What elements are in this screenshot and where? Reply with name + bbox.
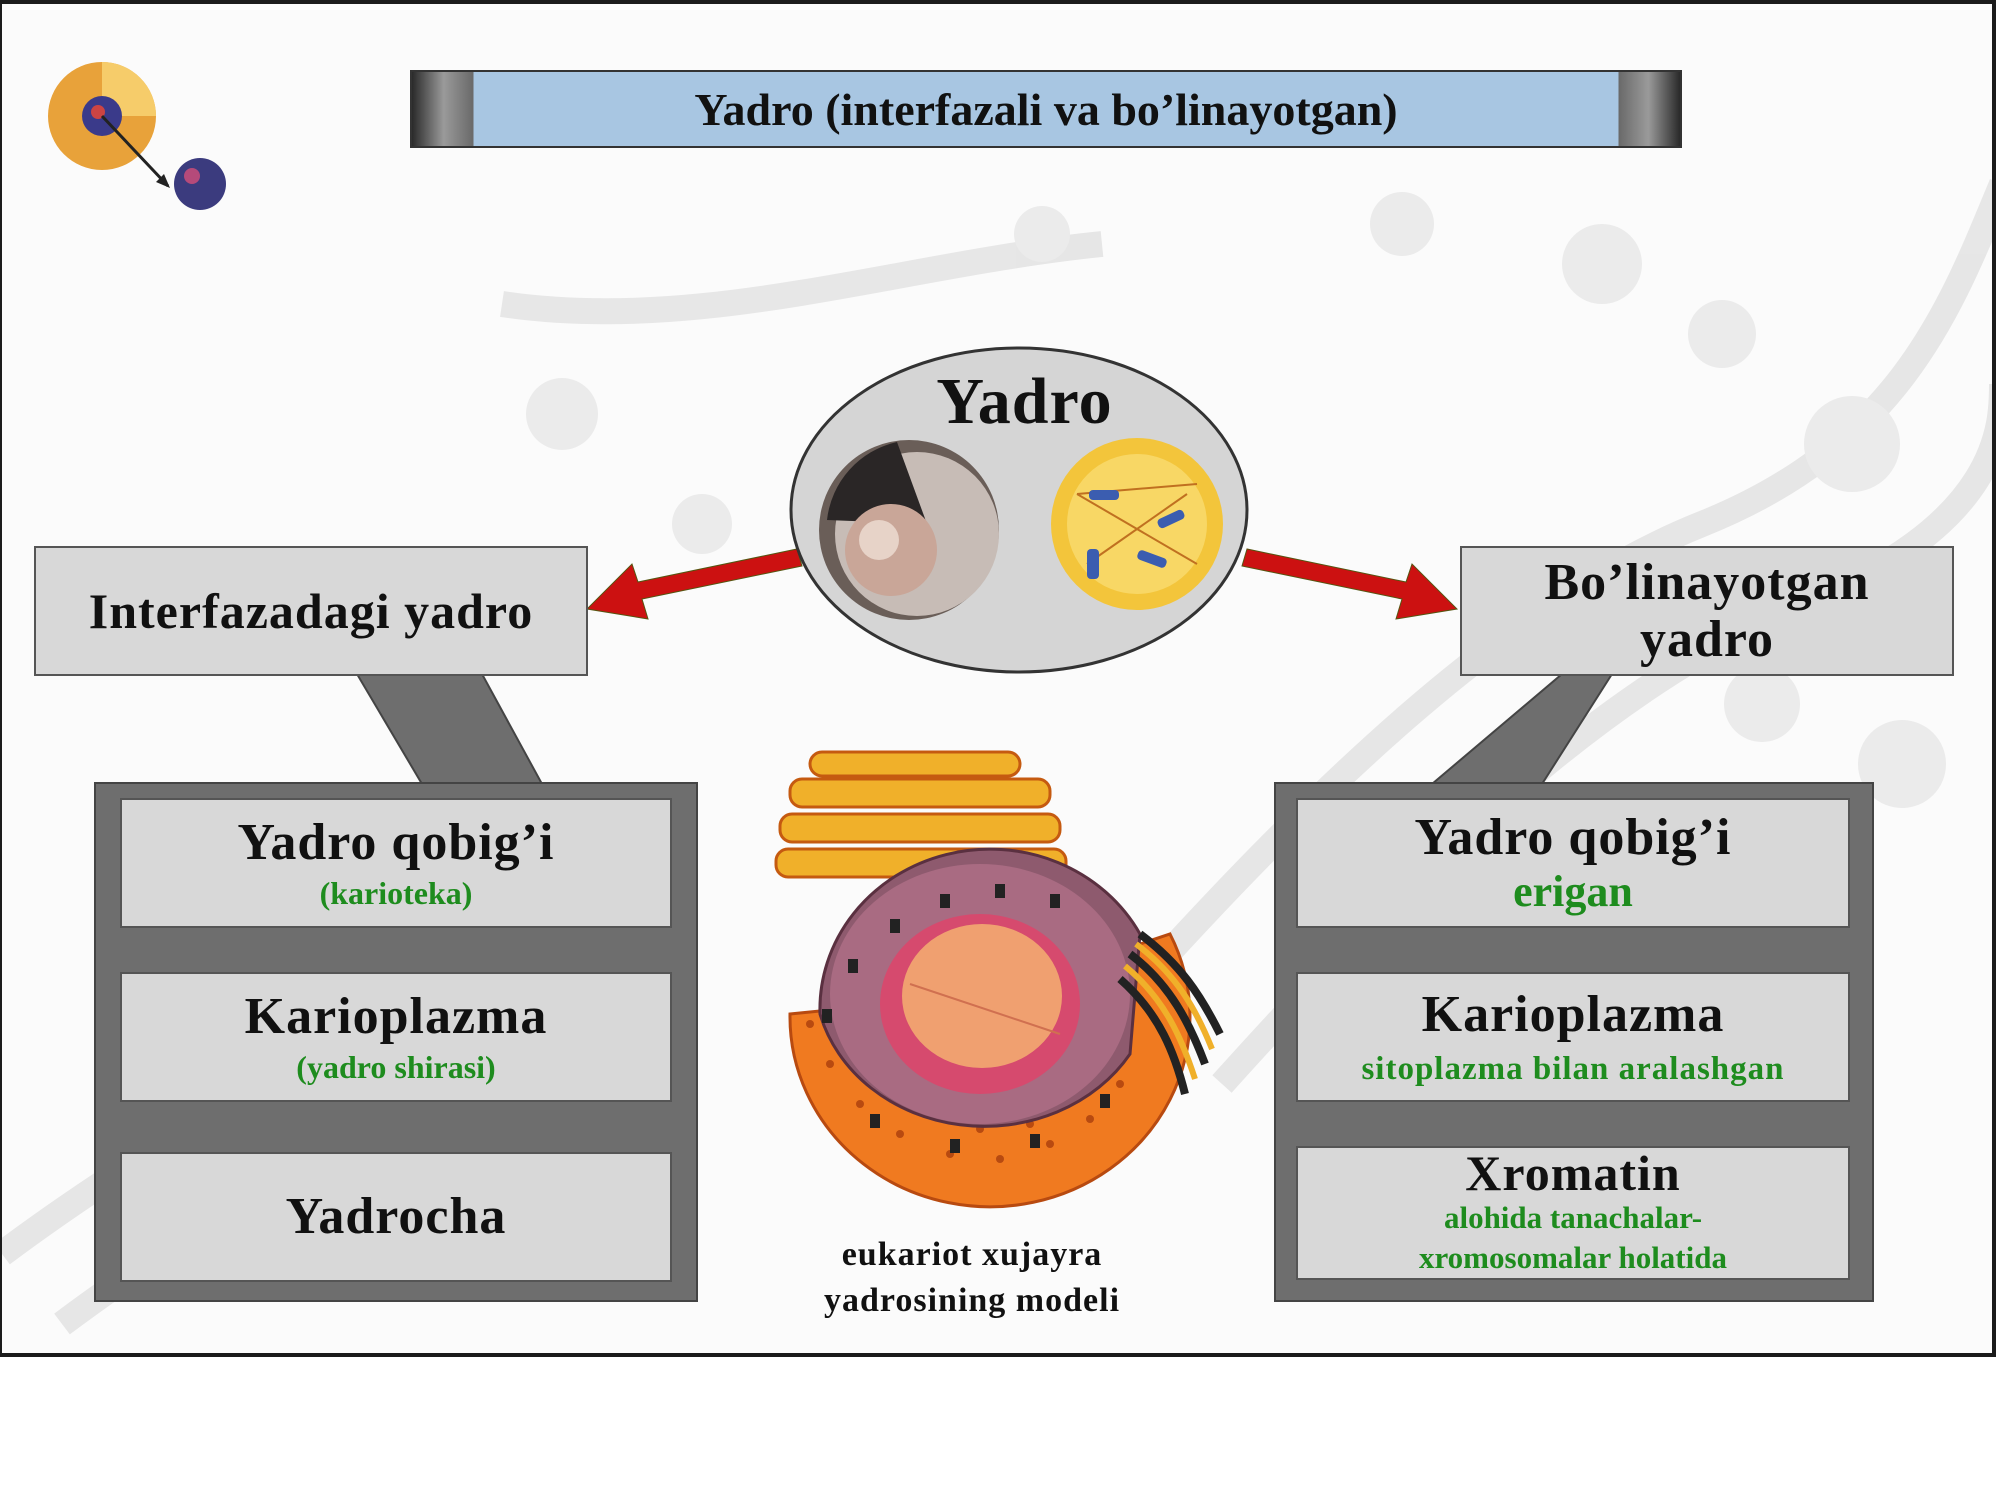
right-item-envelope: Yadro qobig’i erigan bbox=[1296, 798, 1850, 928]
right-item-karioplazma-title: Karioplazma bbox=[1421, 985, 1725, 1043]
left-item-nucleolus: Yadrocha bbox=[120, 1152, 672, 1282]
right-header-line2: yadro bbox=[1639, 611, 1775, 668]
right-item-chromatin-sub2: xromosomalar holatida bbox=[1418, 1240, 1727, 1275]
left-item-karioplazma: Karioplazma (yadro shirasi) bbox=[120, 972, 672, 1102]
model-caption: eukariot xujayra yadrosining modeli bbox=[762, 1232, 1182, 1324]
left-bubble-tail bbox=[355, 673, 544, 785]
model-caption-line1: eukariot xujayra bbox=[841, 1236, 1103, 1273]
left-item-karioplazma-title: Karioplazma bbox=[244, 987, 548, 1045]
right-header-box: Bo’linayotgan yadro bbox=[1460, 546, 1954, 676]
center-oval bbox=[789, 346, 1249, 674]
interphase-nucleus-icon bbox=[819, 440, 999, 620]
page-title: Yadro (interfazali va bo’linayotgan) bbox=[694, 83, 1398, 135]
right-bubble-tail bbox=[1429, 673, 1614, 785]
arrow-left bbox=[585, 548, 803, 620]
right-item-chromatin-sub: alohida tanachalar- bbox=[1443, 1199, 1703, 1235]
nucleus-model-illustration bbox=[774, 750, 1224, 1209]
right-item-karioplazma: Karioplazma sitoplazma bilan aralashgan bbox=[1296, 972, 1850, 1102]
left-item-karioplazma-sub: (yadro shirasi) bbox=[296, 1049, 496, 1086]
left-item-envelope: Yadro qobig’i (karioteka) bbox=[120, 798, 672, 928]
left-item-envelope-sub: (karioteka) bbox=[319, 875, 473, 912]
left-item-nucleolus-title: Yadrocha bbox=[285, 1188, 507, 1246]
title-bar: Yadro (interfazali va bo’linayotgan) bbox=[410, 70, 1682, 148]
left-header-label: Interfazadagi yadro bbox=[88, 582, 534, 639]
dividing-nucleus-icon bbox=[1051, 438, 1223, 610]
slide: Yadro (interfazali va bo’linayotgan) bbox=[0, 0, 1996, 1357]
center-label: Yadro bbox=[936, 365, 1113, 438]
center-label-wrapper: Yadro bbox=[882, 365, 1167, 439]
right-item-chromatin-title: Xromatin bbox=[1465, 1144, 1681, 1201]
left-item-envelope-title: Yadro qobig’i bbox=[237, 813, 555, 871]
right-item-envelope-title: Yadro qobig’i bbox=[1414, 808, 1732, 866]
model-caption-line2: yadrosining modeli bbox=[823, 1281, 1121, 1319]
cell-nucleus-logo-icon bbox=[48, 62, 226, 210]
right-item-chromatin: Xromatin alohida tanachalar- xromosomala… bbox=[1296, 1146, 1850, 1280]
right-header-line1: Bo’linayotgan bbox=[1544, 553, 1870, 611]
left-header-box: Interfazadagi yadro bbox=[34, 546, 588, 676]
arrow-right bbox=[1241, 548, 1459, 620]
diagram-arrows bbox=[355, 548, 1614, 785]
right-item-karioplazma-sub: sitoplazma bilan aralashgan bbox=[1361, 1051, 1785, 1088]
right-item-envelope-sub: erigan bbox=[1513, 867, 1633, 917]
